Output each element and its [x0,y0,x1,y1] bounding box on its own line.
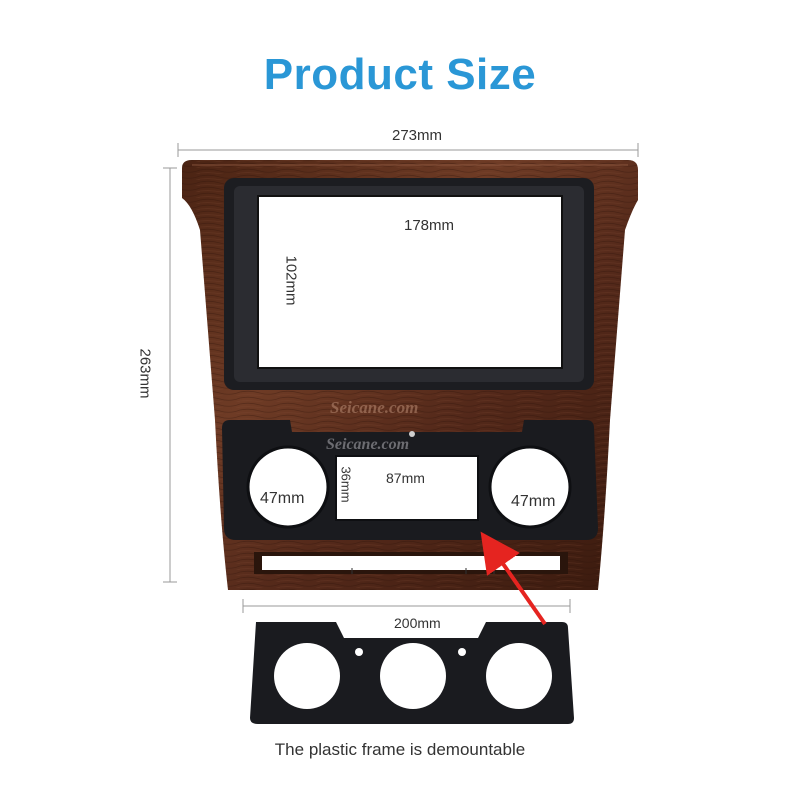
screen-height-label: 102mm [282,255,300,306]
page-title: Product Size [263,50,537,99]
panel-width-label: 87mm [386,470,425,486]
plastic-frame [250,622,574,724]
overall-height-dimension [163,167,177,583]
demount-arrow [480,531,547,626]
right-knob-label: 47mm [511,493,556,510]
climate-panel-plate [222,420,598,540]
bottom-slot [254,552,568,574]
plastic-frame-width-label: 200mm [394,615,441,631]
overall-width-dimension [177,143,639,157]
left-knob-label: 47mm [260,490,305,507]
watermark-1: Seicane.com [330,398,419,417]
plastic-frame-width-dimension [242,599,571,613]
screen-width-label: 178mm [404,217,455,234]
overall-height-label: 263mm [136,348,154,399]
overall-width-label: 273mm [392,127,443,144]
panel-height-label: 36mm [338,466,354,503]
caption: The plastic frame is demountable [274,740,526,759]
screen-opening [224,178,594,390]
watermark-2: Seicane.com [326,436,410,453]
